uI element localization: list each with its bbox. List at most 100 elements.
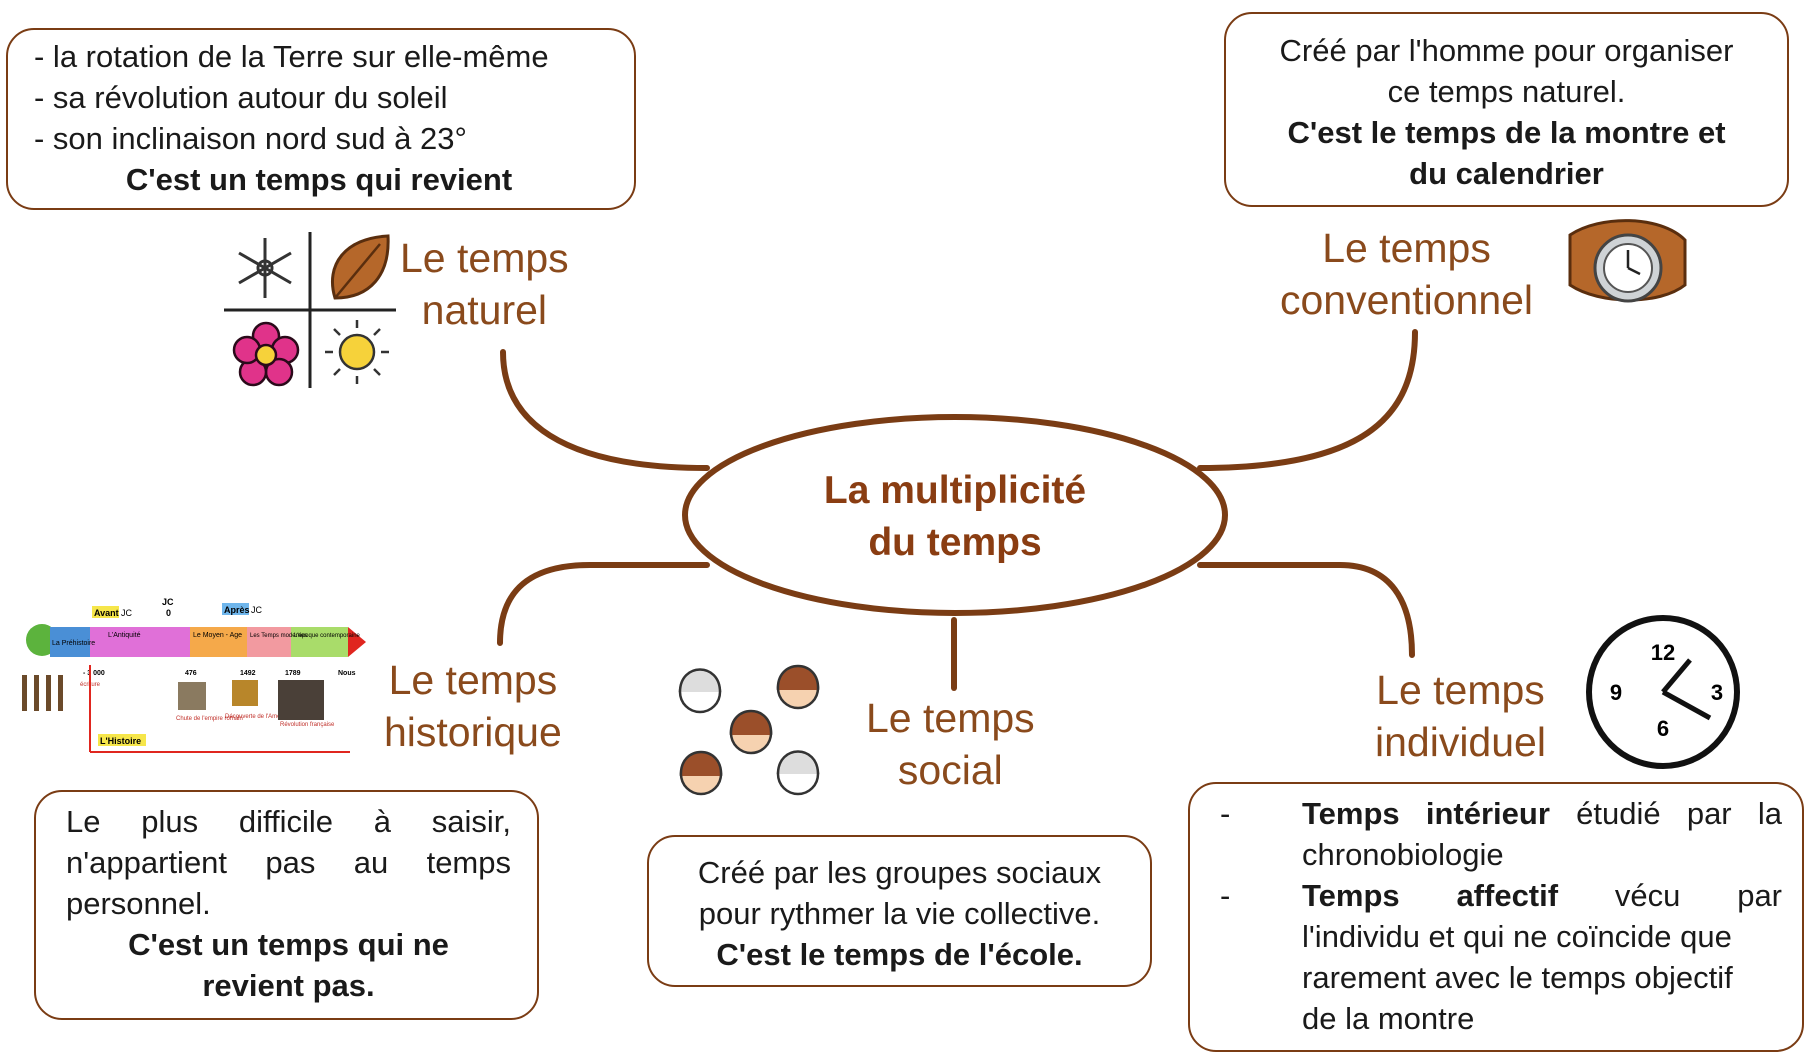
hist-bold1: C'est un temps qui ne [128,927,449,962]
social-bold: C'est le temps de l'école. [716,937,1083,972]
indiv-item-1-cont: chronobiologie [1302,837,1504,872]
seasons-icon [224,232,396,388]
period-0: La Préhistoire [52,640,95,647]
indiv-item-1-text: Temps intérieur étudié par la [1302,793,1782,834]
rome-image [178,682,206,710]
conv-bold1: C'est le temps de la montre et [1287,115,1726,150]
date-0: - 3 000 [83,670,105,677]
apres-jc: JC [251,605,263,615]
label-naturel-line1: Le temps [400,235,569,281]
label-historique-line1: Le temps [388,657,558,703]
hist-line1: Le plus difficile à saisir, [66,804,511,839]
date-1: 476 [185,670,197,677]
label-individuel-line2: individuel [1375,719,1546,765]
period-4: L'époque contemporaine [294,633,361,639]
avant-label: Avant [94,608,119,618]
label-conventionnel: Le temps conventionnel [1280,222,1533,326]
flower-icon [232,321,300,387]
indiv-item-1: - Temps intérieur étudié par la [1220,793,1782,834]
label-conventionnel-line1: Le temps [1322,225,1491,271]
label-individuel-line1: Le temps [1376,667,1545,713]
naturel-item-2: - sa révolution autour du soleil [34,80,448,115]
center-title-line1: La multiplicité [823,469,1087,512]
indiv-dash-2: - [1220,878,1231,913]
label-conventionnel-line2: conventionnel [1280,277,1534,323]
histoire-label: L'Histoire [100,736,141,746]
timeline-icon: La Préhistoire L'Antiquité Le Moyen - Ag… [22,597,366,753]
box-historique: Le plus difficile à saisir, n'appartient… [34,790,539,1020]
indiv-item-2-cont1: l'individu et qui ne coïncide que [1302,919,1732,954]
leaf-icon [330,234,390,300]
face-3 [729,709,773,755]
avant-jc: JC [121,608,133,618]
sun-icon [325,320,389,384]
clock-9: 9 [1610,680,1622,705]
conv-line2: ce temps naturel. [1387,74,1626,109]
face-4 [679,750,723,796]
box-naturel: - la rotation de la Terre sur elle-même … [6,28,636,210]
branch-historique [497,562,710,646]
label-naturel: Le temps naturel [400,232,569,336]
clock-6: 6 [1657,716,1669,741]
prehistoric-people-icon [22,675,63,711]
people-faces-icon [678,664,820,796]
conv-line1: Créé par l'homme pour organiser [1279,33,1734,68]
naturel-item-1: - la rotation de la Terre sur elle-même [34,39,549,74]
snowflake-icon [238,238,292,298]
wristwatch-icon [1568,219,1687,303]
branch-naturel [500,349,710,471]
ship-image [232,680,258,706]
clock-12: 12 [1651,640,1675,665]
face-1 [678,668,722,714]
period-3: Les Temps modernes [250,633,307,639]
box-individuel: - Temps intérieur étudié par la chronobi… [1188,782,1804,1052]
hist-line2: n'appartient pas au temps [66,845,511,880]
jc-top: JC [162,597,174,607]
indiv-item-1-rest: étudié par la [1549,796,1782,831]
clock-3: 3 [1711,680,1723,705]
branch-conventionnel [1197,329,1418,471]
center-ellipse [682,414,1228,616]
box-conventionnel: Créé par l'homme pour organiser ce temps… [1224,12,1789,207]
label-social: Le temps social [866,692,1035,796]
label-historique-line2: historique [384,709,562,755]
box-social: Créé par les groupes sociaux pour rythme… [647,835,1152,987]
label-individuel: Le temps individuel [1375,664,1546,768]
wall-clock-icon: 12 3 6 9 [1586,615,1740,769]
label-social-line1: Le temps [866,695,1035,741]
naturel-bold: C'est un temps qui revient [125,162,513,197]
zero-label: 0 [166,608,171,618]
period-1: L'Antiquité [108,632,141,639]
social-line2: pour rythmer la vie collective. [698,896,1101,931]
face-5 [776,750,820,796]
event-3: Révolution française [280,722,335,728]
naturel-item-3: - son inclinaison nord sud à 23° [34,121,467,156]
indiv-item-2-rest: vécu par [1558,878,1783,913]
indiv-item-2-text: Temps affectif vécu par [1302,875,1782,916]
branch-individuel [1197,562,1415,658]
label-social-line2: social [897,747,1003,793]
indiv-dash-1: - [1220,796,1231,831]
indiv-item-2-cont2: rarement avec le temps objectif [1302,960,1733,995]
center-title: La multiplicité du temps [770,465,1140,569]
face-2 [776,664,820,710]
hist-line3: personnel. [66,886,211,921]
conv-bold2: du calendrier [1409,156,1604,191]
apres-label: Après [224,605,250,615]
revolution-image [278,680,324,720]
date-2: 1492 [240,670,256,677]
label-historique: Le temps historique [384,654,562,758]
indiv-item-2: - Temps affectif vécu par [1220,875,1782,916]
label-naturel-line2: naturel [421,287,548,333]
center-title-line2: du temps [868,521,1042,564]
indiv-item-2-bold: Temps affectif [1302,878,1559,913]
date-3: 1789 [285,670,301,677]
event-1: Chute de l'empire romain [176,716,243,722]
hist-bold2: revient pas. [202,968,375,1003]
period-2: Le Moyen - Age [193,632,242,639]
social-line1: Créé par les groupes sociaux [697,855,1102,890]
indiv-item-2-cont3: de la montre [1302,1001,1475,1036]
date-4: Nous [338,670,356,677]
indiv-item-1-bold: Temps intérieur [1302,796,1550,831]
